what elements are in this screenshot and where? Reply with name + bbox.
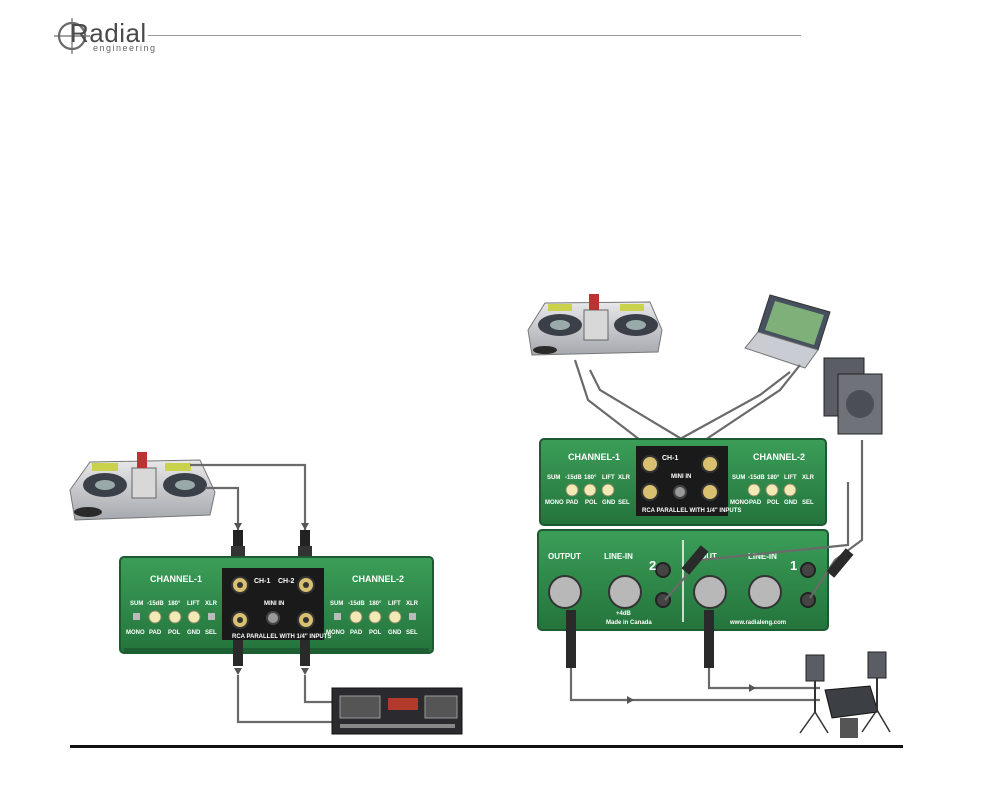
left-ctl2-bottom: GND <box>388 630 402 636</box>
left-ctl-bottom: PAD <box>149 630 162 636</box>
made-in-canada: Made in Canada <box>606 620 652 626</box>
mixer-and-pa <box>799 651 891 738</box>
crosshair-logo-icon <box>54 18 90 54</box>
right-channel-2-label: CHANNEL-2 <box>753 452 805 462</box>
laptop <box>744 294 831 369</box>
rt-ctl-top: -15dB <box>565 475 582 481</box>
left-ctl2-bottom: SEL <box>406 630 418 636</box>
rt-ctl2-bottom: GND <box>784 500 798 506</box>
left-di-unit <box>119 556 434 654</box>
rt-ctl-bottom: POL <box>585 500 598 506</box>
left-mini-in-label: MINI IN <box>264 601 284 607</box>
line-in-a-label: LINE-IN <box>604 552 633 561</box>
website-label: www.radialeng.com <box>729 620 786 626</box>
rt-ctl2-bottom: MONO <box>730 500 749 506</box>
dj-controller-left <box>69 452 216 521</box>
left-ctl-bottom: MONO <box>126 630 145 636</box>
channel-num-1: 1 <box>790 558 797 573</box>
left-ctl2-top: XLR <box>406 601 419 607</box>
channel-num-2: 2 <box>649 558 656 573</box>
rt-ctl2-top: SUM <box>732 475 745 481</box>
left-channel-2-label: CHANNEL-2 <box>352 574 404 584</box>
left-channel-1-label: CHANNEL-1 <box>150 574 202 584</box>
left-rca-text: RCA PARALLEL WITH 1/4" INPUTS <box>232 634 331 640</box>
left-ctl-bottom: SEL <box>205 630 217 636</box>
left-ch2-short-label: CH-2 <box>278 578 294 585</box>
logo-wordmark: Radial <box>70 18 147 48</box>
rt-ctl2-bottom: SEL <box>802 500 814 506</box>
left-ctl2-top: 180° <box>369 601 382 607</box>
radial-logo <box>52 14 152 58</box>
left-top-controls: SUM -15dB 180° LIFT XLR MONO PAD POL GND… <box>126 601 218 636</box>
left-ctl2-bottom: POL <box>369 630 382 636</box>
rt-ctl2-bottom: POL <box>767 500 780 506</box>
dj-controller-right <box>527 294 663 356</box>
rt-ctl-bottom: PAD <box>566 500 579 506</box>
line-in-b-label: LINE-IN <box>748 552 777 561</box>
left-ctl2-top: SUM <box>330 601 343 607</box>
left-ctl2-top: -15dB <box>348 601 365 607</box>
rt-ctl2-top: XLR <box>802 475 815 481</box>
header-rule <box>148 35 801 36</box>
rt-ctl-bottom: GND <box>602 500 616 506</box>
left-ctl-top: -15dB <box>147 601 164 607</box>
tape-deck <box>331 687 463 735</box>
rt-ctl-top: LIFT <box>602 475 615 481</box>
rt-ctl-top: SUM <box>547 475 560 481</box>
left-ctl2-bottom: MONO <box>326 630 345 636</box>
left-ch1-short-label: CH-1 <box>254 578 270 585</box>
left-ctl2-bottom: PAD <box>350 630 363 636</box>
output-label: OUTPUT <box>548 552 581 561</box>
rt-ctl-top: 180° <box>584 475 597 481</box>
right-channel-1-label: CHANNEL-1 <box>568 452 620 462</box>
left-ctl-top: 180° <box>168 601 181 607</box>
right-top-controls: SUM -15dB 180° LIFT XLR MONO PAD POL GND… <box>545 475 815 506</box>
left-ctl-bottom: GND <box>187 630 201 636</box>
right-top-di-unit <box>539 438 827 526</box>
speakers-upper <box>823 357 883 435</box>
left-ctl-top: LIFT <box>187 601 200 607</box>
plus4db-label: +4dB <box>616 611 632 617</box>
left-right-controls: SUM -15dB 180° LIFT XLR MONO PAD POL GND… <box>326 601 419 636</box>
out-b-label: OUT <box>700 552 717 561</box>
left-ctl-top: SUM <box>130 601 143 607</box>
right-ch1-short-label: CH-1 <box>662 455 678 462</box>
rt-ctl2-top: LIFT <box>784 475 797 481</box>
left-ctl-bottom: POL <box>168 630 181 636</box>
left-ctl-top: XLR <box>205 601 218 607</box>
right-mini-in-label: MINI IN <box>671 474 691 480</box>
rt-ctl-bottom: MONO <box>545 500 564 506</box>
left-ctl2-top: LIFT <box>388 601 401 607</box>
rt-ctl2-bottom: PAD <box>749 500 762 506</box>
rt-ctl-bottom: SEL <box>618 500 630 506</box>
right-rca-text: RCA PARALLEL WITH 1/4" INPUTS <box>642 508 741 514</box>
footer-rule <box>70 745 903 748</box>
logo-subtitle: engineering <box>93 43 157 53</box>
rt-ctl-top: XLR <box>618 475 631 481</box>
rt-ctl2-top: 180° <box>767 475 780 481</box>
rt-ctl2-top: -15dB <box>748 475 765 481</box>
